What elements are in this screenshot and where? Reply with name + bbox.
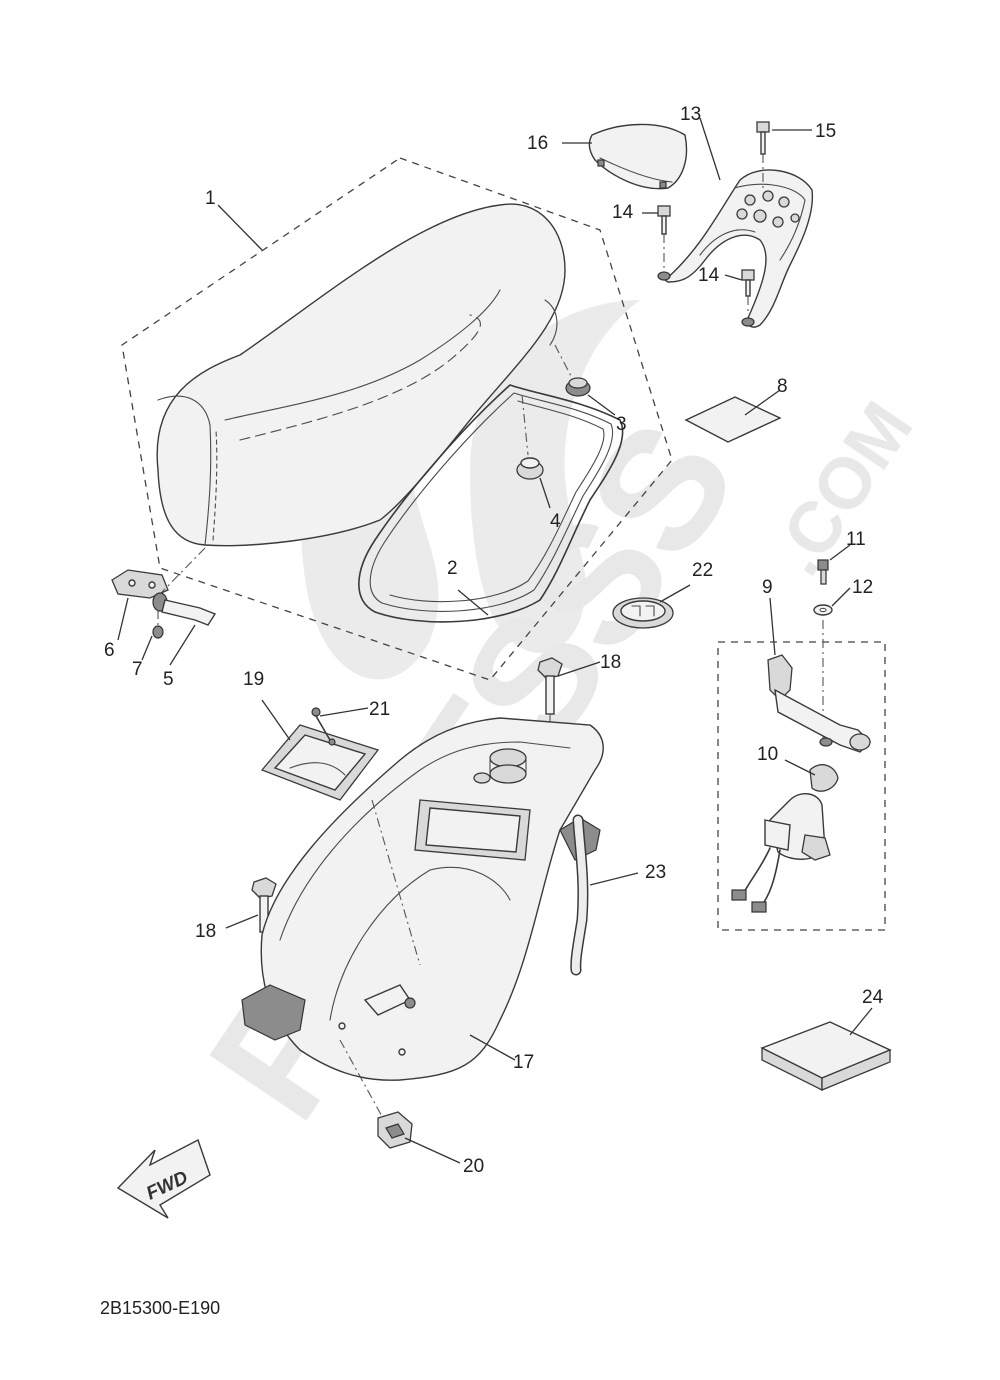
callout-9: 9 xyxy=(762,577,773,598)
drain-hose xyxy=(570,814,589,976)
callout-23: 23 xyxy=(645,862,666,883)
callout-18-left: 18 xyxy=(195,921,216,942)
callouts: 1 2 3 4 5 6 7 8 9 10 11 12 13 14 14 15 1… xyxy=(104,104,884,1177)
ignition-lock xyxy=(731,764,839,913)
grab-rail xyxy=(657,169,814,328)
fwd-arrow: FWD xyxy=(116,1139,211,1219)
callout-22: 22 xyxy=(692,560,713,581)
screw-21 xyxy=(311,707,336,746)
callout-18-top: 18 xyxy=(600,652,621,673)
callout-15: 15 xyxy=(815,121,836,142)
lock-group-boundary xyxy=(717,641,886,931)
callout-4: 4 xyxy=(550,511,561,532)
callout-24: 24 xyxy=(862,987,884,1008)
callout-2: 2 xyxy=(447,558,458,579)
seat-group-boundary xyxy=(121,157,673,681)
grab-rail-holes xyxy=(736,190,800,228)
lock-bracket xyxy=(767,654,871,753)
rubber-damper-3 xyxy=(554,344,591,397)
leader-lines xyxy=(117,117,873,1164)
bolt-14b xyxy=(741,269,755,315)
callout-3: 3 xyxy=(616,414,627,435)
callout-17: 17 xyxy=(513,1052,534,1073)
watermark-suffix: .COM xyxy=(757,388,928,589)
rail-cap xyxy=(588,123,688,190)
callout-16: 16 xyxy=(527,133,548,154)
callout-14a: 14 xyxy=(612,202,634,223)
seat xyxy=(156,203,566,547)
storage-lid xyxy=(260,724,380,801)
clip-nut-20 xyxy=(377,1111,413,1149)
seat-seal xyxy=(358,384,624,623)
callout-1: 1 xyxy=(205,188,216,209)
callout-8: 8 xyxy=(777,376,788,397)
callout-20: 20 xyxy=(463,1156,484,1177)
callout-7: 7 xyxy=(132,659,143,680)
rubber-damper-4 xyxy=(516,394,544,480)
callout-21: 21 xyxy=(369,699,390,720)
emblem xyxy=(612,597,674,629)
callout-6: 6 xyxy=(104,640,115,661)
bolt-15 xyxy=(756,121,770,190)
callout-10: 10 xyxy=(757,744,778,765)
label-8 xyxy=(684,396,782,443)
bolt-14a xyxy=(657,205,671,270)
owners-manual xyxy=(760,1021,892,1092)
storage-box xyxy=(241,717,604,1121)
callout-5: 5 xyxy=(163,669,174,690)
seat-hinge xyxy=(111,547,217,639)
callout-19: 19 xyxy=(243,669,264,690)
callout-11: 11 xyxy=(846,529,866,550)
callout-13: 13 xyxy=(680,104,701,125)
diagram-code: 2B15300-E190 xyxy=(100,1298,221,1318)
bolt-11 xyxy=(817,559,829,585)
callout-14b: 14 xyxy=(698,265,720,286)
callout-12: 12 xyxy=(852,577,873,598)
